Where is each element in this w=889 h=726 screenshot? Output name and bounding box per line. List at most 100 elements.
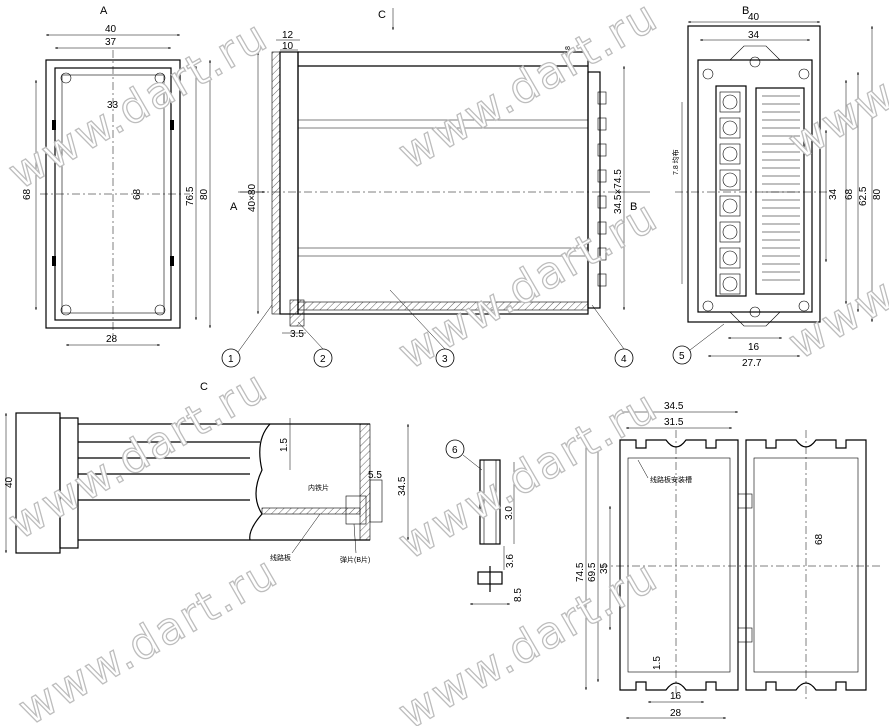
dim-p-315-label: 31.5 [664,417,684,428]
leader-board [291,513,321,554]
dim-p-695-label: 69.5 [587,562,598,582]
view-a-marker: A [230,201,238,213]
dim-76-label: 76.5 [185,186,196,206]
profile: 34.5 31.5 74.5 69.5 35 68 16 28 1.5 线路板安… [575,401,880,719]
note-board: 线路板 [270,553,291,562]
dim-40x80-label: 40×80 [247,183,258,212]
dim-6-36-label: 3.6 [505,554,516,568]
profile-joint [737,493,753,509]
callout-3 [435,348,455,368]
leader-6 [462,454,483,471]
terminal-screws [719,91,741,295]
c-break-line [249,423,271,541]
view-a-label: A [100,5,108,17]
view-a-clip [170,256,174,266]
callout-5-label: 5 [679,351,685,362]
view-b-screw [702,68,714,80]
note-inner: 内铁片 [308,483,329,492]
dim-b-277-label: 27.7 [742,358,762,369]
dim-c-55-label: 5.5 [368,470,382,481]
watermark: www.dart.ru [390,550,667,726]
dim-p-35-label: 35 [599,562,610,574]
callout-4 [614,348,634,368]
callout-2-label: 2 [320,354,326,365]
c-end-plug [369,479,383,523]
view-b-screw [702,300,714,312]
watermark: www.dart.ru [390,380,667,569]
view-a-hole [60,304,72,316]
c-board [261,507,361,515]
dim-b-34-label: 34 [748,30,760,41]
view-b-screw [798,68,810,80]
dim-68-left-label: 68 [22,188,33,200]
dim-c-345-label: 34.5 [397,476,408,496]
profile-left-inner [627,457,731,673]
callout-1 [221,348,241,368]
leader-spring [353,523,357,554]
callout-4-label: 4 [621,354,627,365]
view-c-label: C [200,381,208,393]
note-spring: 弹片(B片) [340,555,370,564]
dim-28-label: 28 [106,334,118,345]
view-b-label: B [742,5,749,17]
part-6: 6 3.0 3.6 8.5 [445,439,524,605]
vent-slots [762,95,800,281]
watermark: www.dart.ru [390,0,667,180]
c-frame [59,417,79,549]
view-b-screw [749,56,761,68]
callout-5 [672,345,692,365]
dim-3-5-label: 3.5 [290,329,304,340]
view-b-marker: B [630,201,637,213]
dim-p-16-label: 16 [670,691,682,702]
view-b: B [671,5,883,369]
profile-joint [737,627,753,643]
c-end-wall [359,423,371,541]
note-slot: 线路板安装槽 [650,475,692,484]
dim-b-625-label: 62.5 [858,186,869,206]
profile-right [745,439,867,691]
watermark: www.dart.ru [0,360,277,549]
view-side: C 12 10 8 40×80 A 34.5×74.5 B [221,8,650,368]
watermark: www.dart.ru [780,180,889,369]
profile-left [619,439,739,691]
dim-40-label: 40 [105,24,117,35]
watermark: www.dart.ru [10,546,287,726]
view-b-panel [697,59,813,313]
dim-b-pitch-label: 7.8 均布 [671,149,680,175]
view-a: A 40 37 28 68 68 33 76.5 80 [22,5,211,346]
c-spring-clip [345,495,367,525]
dim-c-15-label: 1.5 [279,438,290,452]
view-c-marker: C [378,9,386,21]
view-b-bottom-latch [729,311,781,327]
vent-grille [755,87,805,295]
view-a-clip [52,120,56,130]
leader-4 [591,304,625,350]
callout-2 [313,348,333,368]
callout-1-label: 1 [228,354,234,365]
view-a-hole [154,304,166,316]
dim-p-15-label: 1.5 [652,656,663,670]
dim-6-30-label: 3.0 [504,506,515,520]
leader-1 [237,304,273,353]
view-b-screw [798,300,810,312]
part-6-body [479,459,501,545]
dim-12-label: 12 [282,30,294,41]
dim-6-85-label: 8.5 [513,588,524,602]
dim-10-label: 10 [282,41,294,52]
view-a-hole [154,72,166,84]
dim-8-label: 8 [565,46,572,50]
terminal-strip [715,85,747,297]
dim-c-40-label: 40 [4,476,15,488]
view-b-outer [687,25,821,323]
dim-b-34v-label: 34 [828,188,839,200]
dim-p-68-label: 68 [814,533,825,545]
side-terminals [597,91,607,287]
leader-2 [297,321,324,350]
dim-33-label: 33 [107,100,119,111]
view-c: C 40 1.5 5.5 34.5 内铁片 线路板 弹片(B片) [4,381,409,564]
dim-p-345-label: 34.5 [664,401,684,412]
leader-5 [689,323,725,351]
leader-3 [389,289,446,350]
dim-b-40-label: 40 [748,12,760,23]
